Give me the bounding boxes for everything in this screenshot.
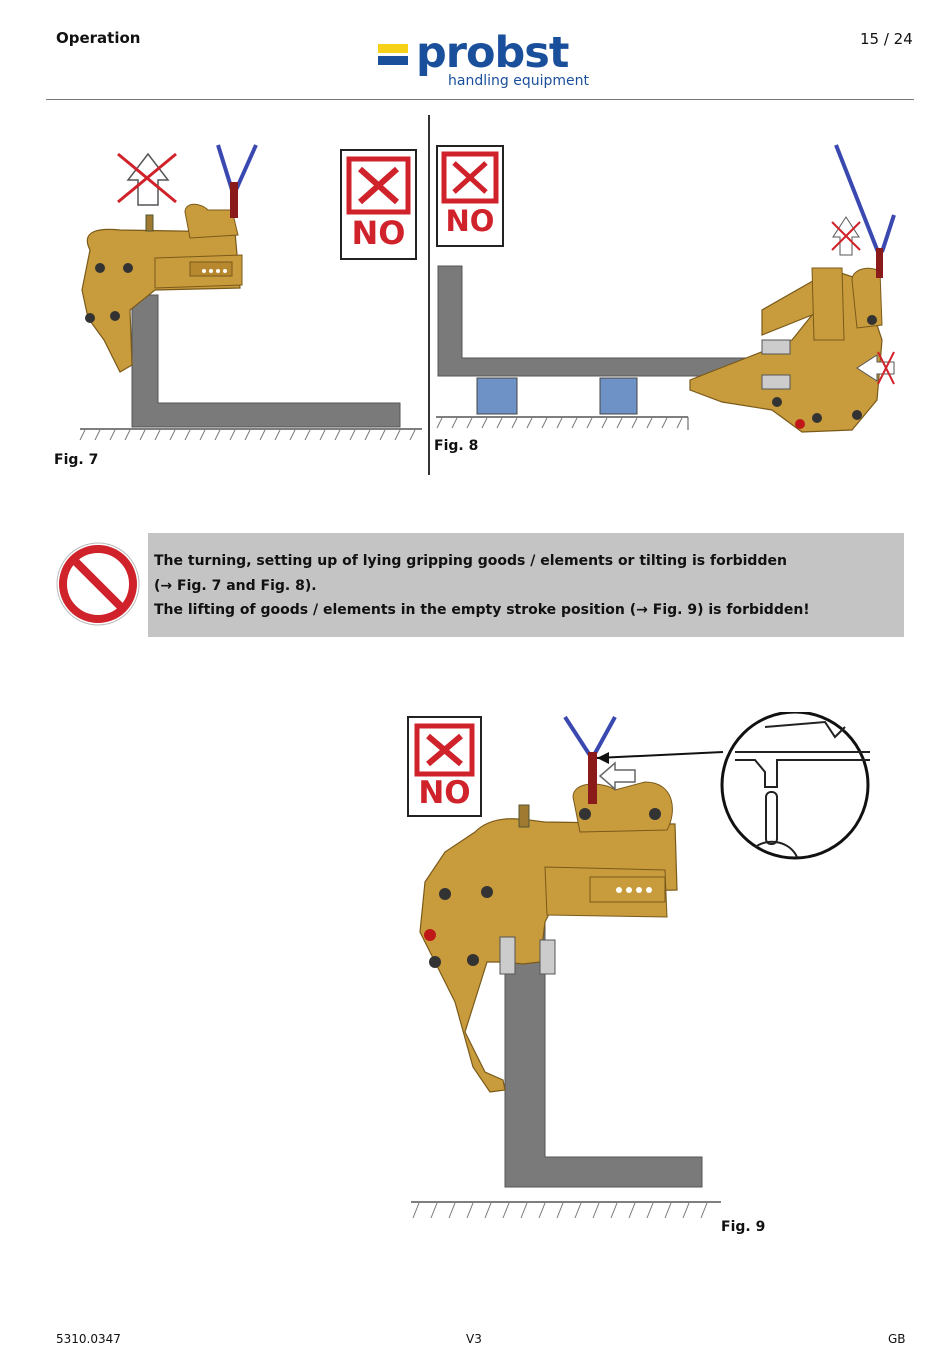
page-number: 15 / 24 (860, 30, 913, 48)
warning-line-3: The lifting of goods / elements in the e… (154, 602, 810, 618)
prohibition-icon (56, 542, 140, 626)
probst-logo: probst handling equipment (378, 28, 593, 96)
no-sign-icon (436, 145, 504, 247)
figure-divider (428, 115, 430, 475)
fig8-illustration (436, 144, 896, 433)
no-sign-text: NO (418, 775, 471, 811)
logo-word: probst (416, 28, 569, 78)
section-title: Operation (56, 29, 141, 47)
no-sign-icon (407, 716, 482, 817)
fig9-illustration (411, 712, 870, 1219)
no-sign-icon (340, 149, 417, 260)
fig7-illustration (79, 144, 422, 441)
fig7-label: Fig. 7 (54, 452, 99, 468)
warning-text: The turning, setting up of lying grippin… (154, 549, 810, 623)
warning-line-2: (→ Fig. 7 and Fig. 8). (154, 577, 317, 594)
logo-blue-bar (378, 56, 408, 65)
fig8-label: Fig. 8 (434, 438, 479, 454)
footer-version: V3 (466, 1332, 482, 1346)
logo-subtitle: handling equipment (448, 73, 589, 89)
logo-yellow-bar (378, 44, 408, 53)
header-divider (46, 99, 914, 100)
footer-doc-number: 5310.0347 (56, 1332, 121, 1346)
warning-box: The turning, setting up of lying grippin… (148, 533, 904, 637)
warning-line-1: The turning, setting up of lying grippin… (154, 553, 787, 569)
footer-language: GB (888, 1332, 906, 1346)
fig9-label: Fig. 9 (721, 1219, 766, 1235)
no-sign-text: NO (351, 214, 406, 252)
no-sign-text: NO (445, 204, 495, 238)
